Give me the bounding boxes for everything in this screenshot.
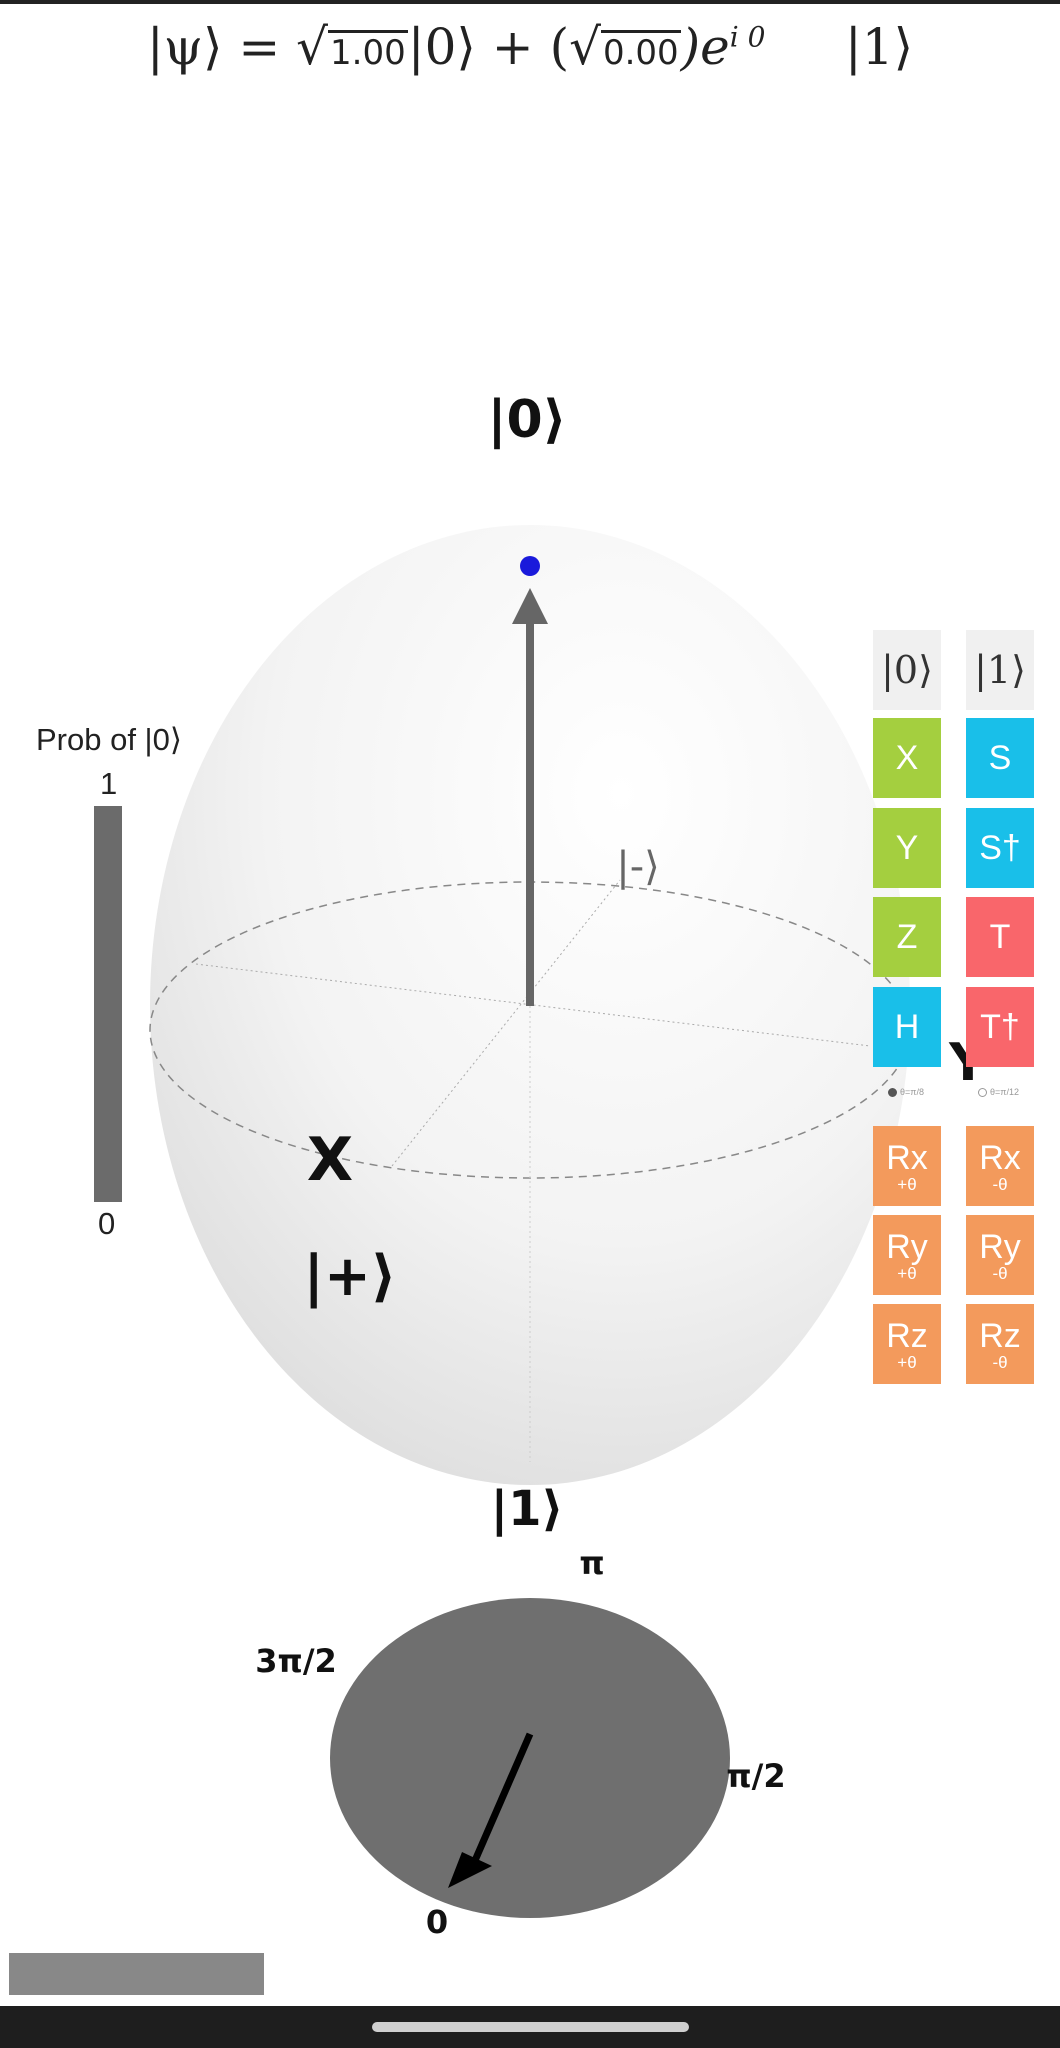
axis-line-x [391,879,621,1167]
z-gate-button[interactable]: Z [873,897,941,977]
y-gate-button[interactable]: Y [873,808,941,888]
phase-label-0: 0 [426,1903,448,1941]
z-gate-label: Z [896,917,918,956]
eq-amp0: 1.00 [328,30,408,73]
eq-ket1: |1⟩ [844,18,914,76]
h-gate-button[interactable]: H [873,987,941,1067]
s-dagger-gate-label: S† [979,828,1021,867]
ry-minus-label: Ry [979,1227,1021,1266]
phase-label-3pi2: 3π/2 [255,1642,337,1680]
rz-minus-label: Rz [979,1316,1021,1355]
rx-minus-button[interactable]: Rx -θ [966,1126,1034,1206]
prob-max-label: 1 [100,766,118,801]
rz-plus-sub: +θ [897,1352,917,1372]
prob-bar-fill [94,806,122,1202]
eq-ket0: |0⟩ + (√ [407,18,601,76]
h-gate-label: H [894,1007,920,1046]
rx-minus-sub: -θ [992,1174,1008,1194]
rz-plus-button[interactable]: Rz +θ [873,1304,941,1384]
radio-pi12-label: θ=π/12 [990,1087,1019,1097]
reset-one-label: |1⟩ [974,648,1026,692]
t-gate-button[interactable]: T [966,897,1034,977]
radio-theta-pi8[interactable]: θ=π/8 [888,1087,924,1097]
eq-psi: |ψ⟩ = √ [146,18,329,76]
phase-label-pi2: π/2 [726,1757,785,1795]
prob-bar [94,806,122,1202]
ry-plus-button[interactable]: Ry +θ [873,1215,941,1295]
home-gesture-handle[interactable] [372,2022,689,2032]
t-gate-label: T [989,917,1011,956]
ry-plus-sub: +θ [897,1263,917,1283]
rz-minus-button[interactable]: Rz -θ [966,1304,1034,1384]
x-gate-label: X [895,738,919,777]
eq-amp1: 0.00 [600,30,681,73]
s-gate-label: S [988,738,1012,777]
t-dagger-gate-label: T† [980,1007,1020,1046]
prob-min-label: 0 [98,1206,116,1241]
state-equation: |ψ⟩ = √1.00|0⟩ + (√0.00)ei 0 |1⟩ [0,18,1060,76]
rz-minus-sub: -θ [992,1352,1008,1372]
reset-zero-button[interactable]: |0⟩ [873,630,941,710]
s-dagger-gate-button[interactable]: S† [966,808,1034,888]
rx-plus-label: Rx [886,1138,928,1177]
radio-theta-pi12[interactable]: θ=π/12 [978,1087,1019,1097]
prob-title: Prob of |0⟩ [36,722,182,757]
radio-pi8-dot[interactable] [888,1087,897,1097]
phase-label-pi: π [579,1544,604,1582]
phase-dial[interactable] [330,1598,730,1918]
phase-needle [466,1732,534,1874]
rx-plus-sub: +θ [897,1174,917,1194]
reset-zero-label: |0⟩ [881,648,933,692]
eq-paren: )e [680,18,730,76]
eq-phase: i 0 [729,20,766,54]
rz-plus-label: Rz [886,1316,928,1355]
north-pole-label: |0⟩ [488,390,567,450]
x-axis-label: X [307,1125,353,1195]
ry-plus-label: Ry [886,1227,928,1266]
rx-plus-button[interactable]: Rx +θ [873,1126,941,1206]
reset-one-button[interactable]: |1⟩ [966,630,1034,710]
south-pole-label: |1⟩ [491,1481,564,1537]
radio-pi8-label: θ=π/8 [900,1087,924,1097]
x-gate-button[interactable]: X [873,718,941,798]
state-tip-point[interactable] [520,556,540,576]
ry-minus-button[interactable]: Ry -θ [966,1215,1034,1295]
ry-minus-sub: -θ [992,1263,1008,1283]
t-dagger-gate-button[interactable]: T† [966,987,1034,1067]
top-edge [0,0,1060,4]
y-gate-label: Y [895,828,919,867]
radio-pi12-dot[interactable] [978,1087,987,1097]
minus-state-label: |-⟩ [616,844,660,890]
s-gate-button[interactable]: S [966,718,1034,798]
plus-state-label: |+⟩ [304,1244,397,1309]
rx-minus-label: Rx [979,1138,1021,1177]
phase-needle-tip[interactable] [448,1852,492,1888]
axis-line-y [195,963,871,1047]
bottom-control-bar[interactable] [9,1953,264,1995]
